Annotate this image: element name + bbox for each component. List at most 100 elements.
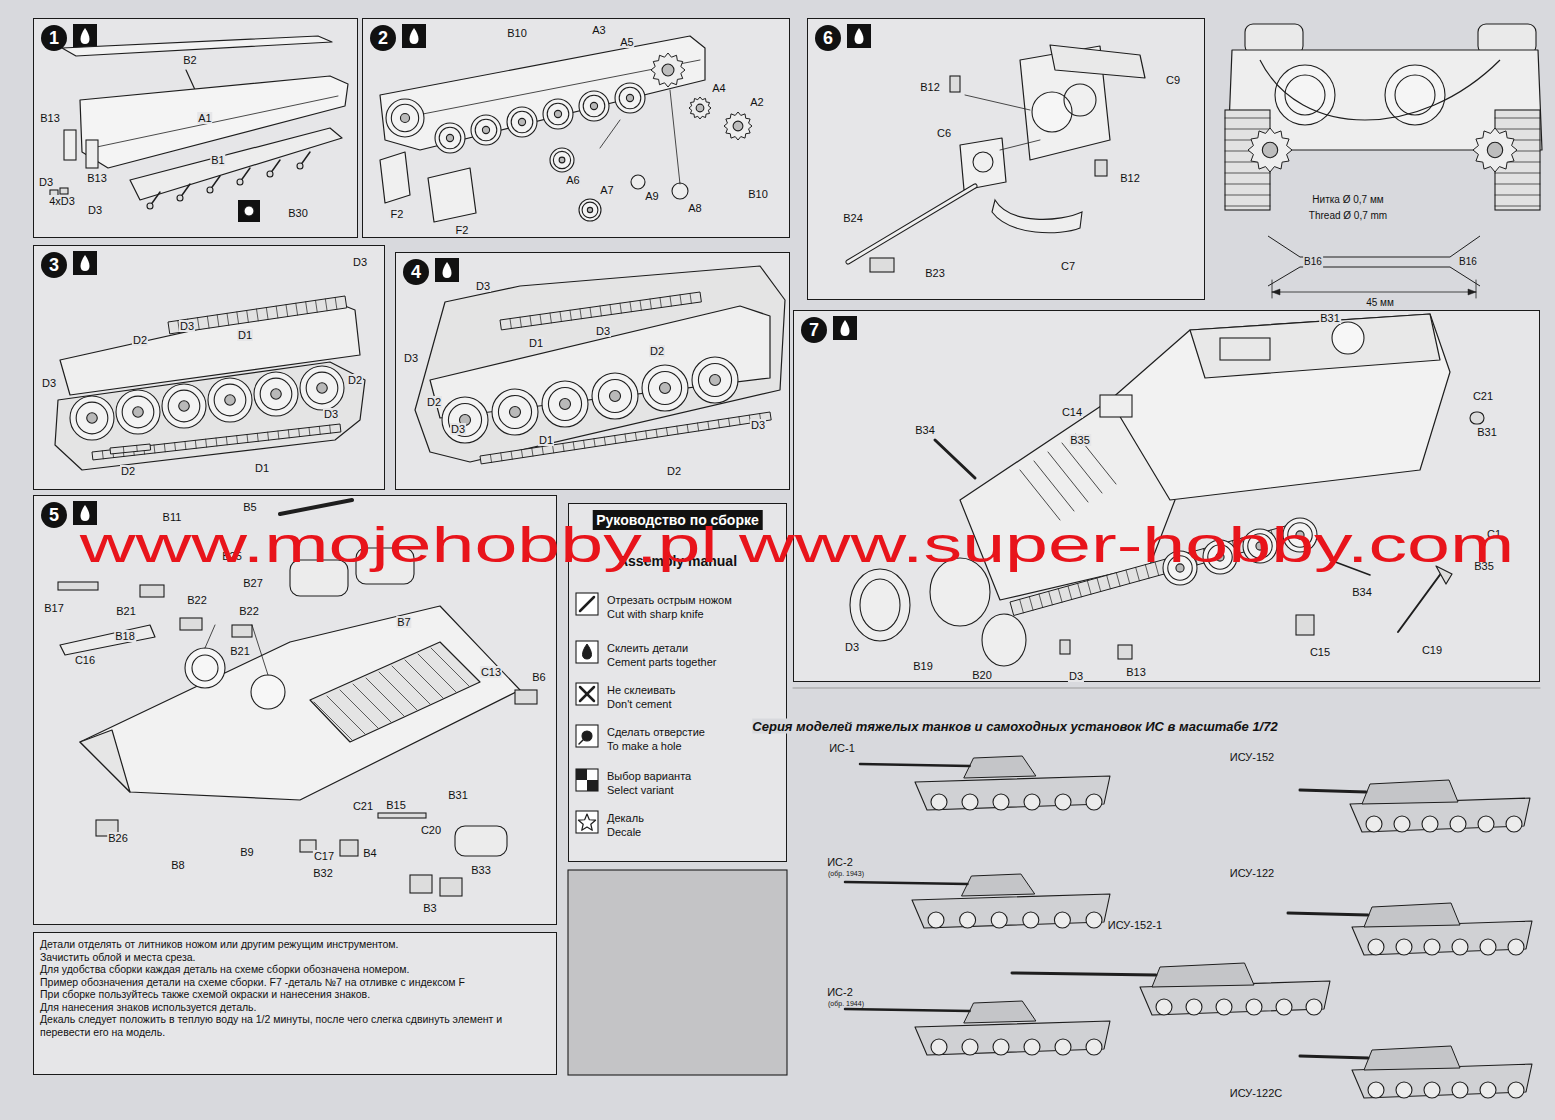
part-number: D2 <box>649 345 665 357</box>
road-wheel <box>448 403 481 436</box>
road-wheel <box>1452 1082 1468 1098</box>
leader-line <box>247 435 249 443</box>
leader-line <box>1225 184 1270 185</box>
step-number: 3 <box>41 252 67 278</box>
part-outline <box>672 183 688 199</box>
note-text: Декаль следует положить в теплую воду на… <box>40 1013 550 1038</box>
part-number: C21 <box>352 800 374 812</box>
road-wheel <box>1276 999 1292 1015</box>
part-outline <box>992 200 1082 233</box>
step-panel: 3 <box>33 245 385 490</box>
leader-line <box>580 597 594 611</box>
road-wheel <box>559 157 565 163</box>
legend-entry: Склеить детали <box>607 642 688 655</box>
part-number: A1 <box>197 112 212 124</box>
tank-silhouette <box>1152 963 1254 987</box>
sprocket <box>1473 128 1517 172</box>
leader-line <box>327 696 365 734</box>
part-number: B34 <box>914 424 936 436</box>
road-wheel <box>962 1039 978 1055</box>
part-outline <box>130 128 342 200</box>
leader-line <box>366 678 404 716</box>
part-outline <box>80 730 130 792</box>
part-number: D3 <box>595 325 611 337</box>
leader-line <box>580 687 594 701</box>
panel-ground <box>362 18 790 238</box>
part-outline <box>1332 322 1364 354</box>
leader-line <box>860 764 970 766</box>
leader-line <box>1288 913 1368 915</box>
leader-line <box>640 300 641 310</box>
leader-line <box>1048 452 1088 502</box>
part-outline <box>515 690 537 704</box>
note-text: Для удобства сборки каждая деталь на схе… <box>40 963 550 976</box>
leader-line <box>266 308 268 320</box>
leader-line <box>670 296 671 306</box>
leader-line <box>288 430 290 438</box>
leader-line <box>656 429 657 437</box>
road-wheel <box>179 401 190 412</box>
panel-ground <box>33 245 385 490</box>
part-outline <box>237 179 243 185</box>
part-number: B21 <box>229 645 251 657</box>
part-outline <box>147 203 153 209</box>
tank-silhouette <box>915 776 1110 810</box>
road-wheel <box>559 398 570 409</box>
road-wheel <box>391 104 418 131</box>
road-wheel <box>1396 939 1412 955</box>
part-outline <box>1110 314 1450 500</box>
panel-ground <box>807 18 1205 300</box>
road-wheel <box>76 402 108 434</box>
leader-line <box>123 447 125 453</box>
part-outline <box>380 36 705 150</box>
part-outline <box>410 875 432 893</box>
part-outline <box>631 175 645 189</box>
tank-silhouette <box>912 894 1110 928</box>
road-wheel <box>1368 939 1384 955</box>
road-wheel <box>582 202 598 218</box>
sprocket <box>696 104 704 112</box>
part-outline <box>62 36 332 56</box>
part-number: B1 <box>210 154 225 166</box>
part-number: B19 <box>912 660 934 672</box>
part-outline <box>1118 645 1132 659</box>
part-number: D2 <box>426 396 442 408</box>
road-wheel <box>1452 939 1468 955</box>
part-number: D3 <box>750 419 766 431</box>
legend-entry: Выбор варианта <box>607 770 691 783</box>
dimension-arrow <box>1272 289 1280 295</box>
panel-ground <box>793 310 1540 682</box>
leader-line <box>1020 470 1060 520</box>
part-number: C21 <box>1472 390 1494 402</box>
dimension-note: 45 мм <box>1365 297 1395 309</box>
leader-line <box>646 431 647 439</box>
blank-panel <box>568 870 787 1075</box>
leader-line <box>102 451 104 459</box>
part-number: B22 <box>238 605 260 617</box>
step-number: 5 <box>41 502 67 528</box>
road-wheel <box>1186 999 1202 1015</box>
part-outline <box>440 878 462 896</box>
leader-line <box>217 315 219 327</box>
part-number: B21 <box>115 605 137 617</box>
part-number: B18 <box>114 630 136 642</box>
road-wheel <box>475 119 497 141</box>
part-outline <box>1050 45 1145 78</box>
part-number: B33 <box>470 864 492 876</box>
leader-line <box>1068 586 1072 599</box>
leader-line <box>1062 443 1102 493</box>
part-outline <box>1220 338 1270 360</box>
leader-line <box>353 684 391 722</box>
part-outline <box>870 258 894 272</box>
leader-line <box>1495 184 1540 185</box>
sprocket <box>1487 142 1502 157</box>
tank-silhouette <box>1364 903 1460 927</box>
leader-line <box>1225 195 1270 196</box>
road-wheel <box>962 794 978 810</box>
leader-line <box>325 299 327 311</box>
road-wheel <box>492 389 538 435</box>
road-wheel <box>435 123 465 153</box>
drum-part <box>860 579 900 631</box>
part-outline <box>428 168 476 222</box>
leader-line <box>532 448 533 456</box>
